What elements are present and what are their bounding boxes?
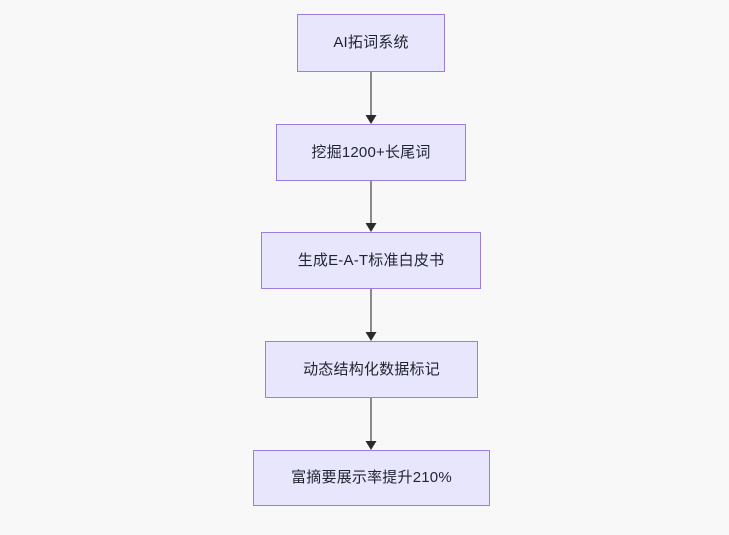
flow-edge-2 <box>365 181 377 232</box>
flow-node-2-label: 挖掘1200+长尾词 <box>311 143 431 161</box>
flow-node-5[interactable]: 富摘要展示率提升210% <box>253 450 490 506</box>
flow-edge-4 <box>365 398 377 450</box>
flow-node-3-label: 生成E-A-T标准白皮书 <box>297 251 445 269</box>
flow-node-4-label: 动态结构化数据标记 <box>303 360 440 378</box>
flow-edge-3 <box>365 289 377 341</box>
flow-node-4[interactable]: 动态结构化数据标记 <box>265 341 478 398</box>
flow-node-1-label: AI拓词系统 <box>333 34 409 51</box>
flow-node-1[interactable]: AI拓词系统 <box>297 14 445 72</box>
flow-node-5-label: 富摘要展示率提升210% <box>291 469 452 486</box>
flow-edge-1 <box>365 72 377 124</box>
flow-node-3[interactable]: 生成E-A-T标准白皮书 <box>261 232 481 289</box>
flow-node-2[interactable]: 挖掘1200+长尾词 <box>276 124 466 181</box>
